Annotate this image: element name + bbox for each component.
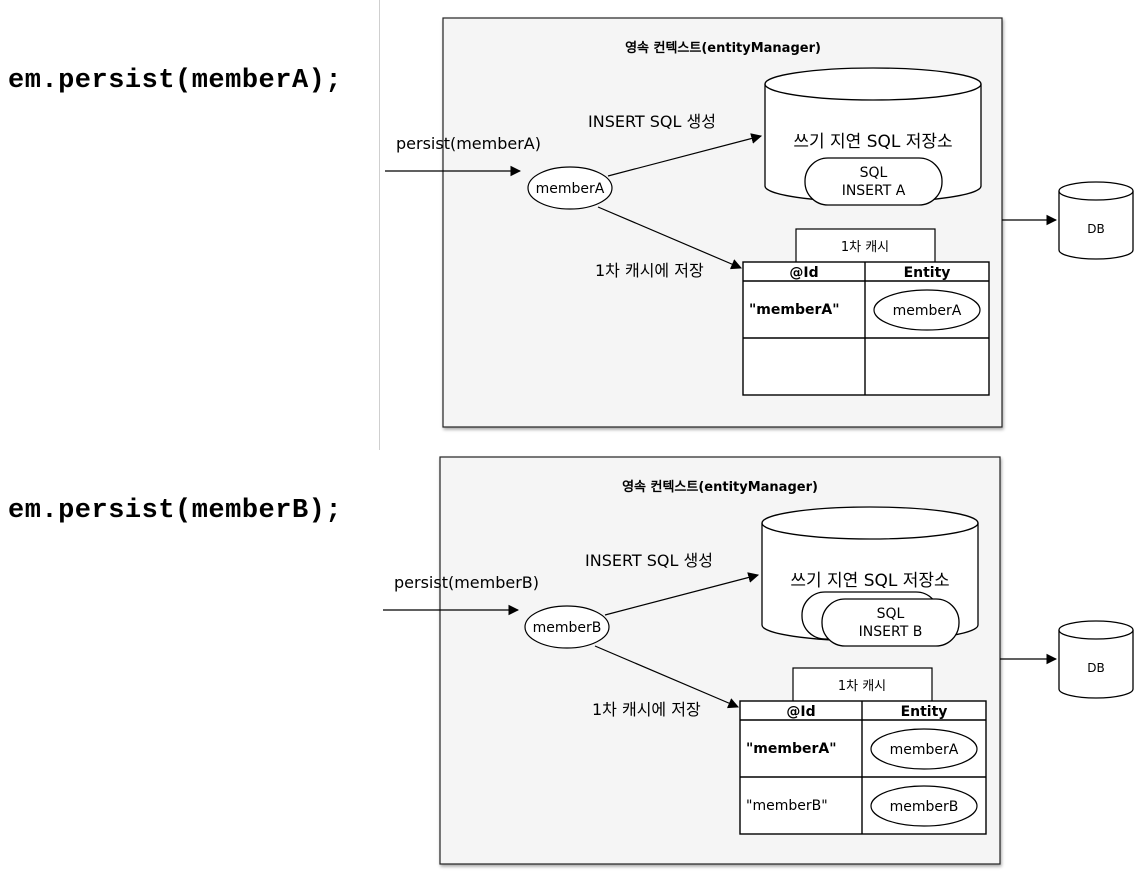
cache-save-label: 1차 캐시에 저장 <box>592 700 701 719</box>
sql-item <box>821 598 960 647</box>
insert-sql-label: INSERT SQL 생성 <box>585 551 713 570</box>
context-title: 영속 컨텍스트(entityManager) <box>625 40 821 56</box>
entity-node-label: memberA <box>536 181 605 197</box>
cache-row-entity: memberB <box>890 799 959 815</box>
db-top <box>1058 181 1134 201</box>
cache-row-entity-ellipse <box>870 785 978 827</box>
cache-save-arrow <box>597 206 742 270</box>
cache-row-id: "memberA" <box>746 741 837 757</box>
context-panel-1: 영속 컨텍스트(entityManager) persist(memberA) me… <box>385 17 1134 428</box>
cache-row-entity: memberA <box>893 303 962 319</box>
insert-arrow <box>607 133 763 177</box>
entity-node <box>527 166 613 210</box>
cache-row-entity-ellipse <box>870 728 978 770</box>
persist-call-label: persist(memberB) <box>394 573 539 592</box>
db-top <box>1058 620 1134 640</box>
sql-item-line-2: INSERT B <box>859 624 923 640</box>
sql-store-top <box>761 506 979 540</box>
entity-node <box>524 605 610 649</box>
sql-item-line-2: INSERT A <box>842 183 906 199</box>
insert-arrow <box>604 572 760 616</box>
cache-header-id: @Id <box>789 265 818 281</box>
sql-item <box>804 157 943 206</box>
sql-store-label: 쓰기 지연 SQL 저장소 <box>790 571 949 591</box>
cache-save-label: 1차 캐시에 저장 <box>595 261 704 280</box>
cache-header-entity: Entity <box>904 265 951 281</box>
context-panel-2: 영속 컨텍스트(entityManager) persist(memberB) me… <box>383 456 1134 865</box>
cache-row-entity-ellipse <box>873 289 981 331</box>
cache-title-box <box>792 667 933 703</box>
cache-row-id: "memberB" <box>746 798 828 814</box>
cache-title: 1차 캐시 <box>838 679 886 694</box>
cache-title: 1차 캐시 <box>841 240 889 255</box>
context-title: 영속 컨텍스트(entityManager) <box>622 479 818 495</box>
db-label: DB <box>1087 222 1104 236</box>
cache-header-entity: Entity <box>901 704 948 720</box>
cache-row-id: "memberA" <box>749 302 840 318</box>
sql-store-top <box>764 67 982 101</box>
persist-call-label: persist(memberA) <box>396 134 541 153</box>
divider <box>379 0 380 450</box>
db-label: DB <box>1087 661 1104 675</box>
cache-save-arrow <box>594 645 739 709</box>
db-body <box>1058 630 1134 699</box>
code-line-2: em.persist(memberB); <box>8 496 343 526</box>
cache-header-id: @Id <box>786 704 815 720</box>
insert-sql-label: INSERT SQL 생성 <box>588 112 716 131</box>
sql-store-label: 쓰기 지연 SQL 저장소 <box>793 132 952 152</box>
sql-item-line-1: SQL <box>860 165 888 181</box>
db-body <box>1058 191 1134 260</box>
cache-title-box <box>795 228 936 264</box>
cache-table <box>742 261 990 396</box>
sql-item-line-1: SQL <box>877 606 905 622</box>
cache-row-entity: memberA <box>890 742 959 758</box>
entity-node-label: memberB <box>533 620 602 636</box>
code-line-1: em.persist(memberA); <box>8 66 343 96</box>
